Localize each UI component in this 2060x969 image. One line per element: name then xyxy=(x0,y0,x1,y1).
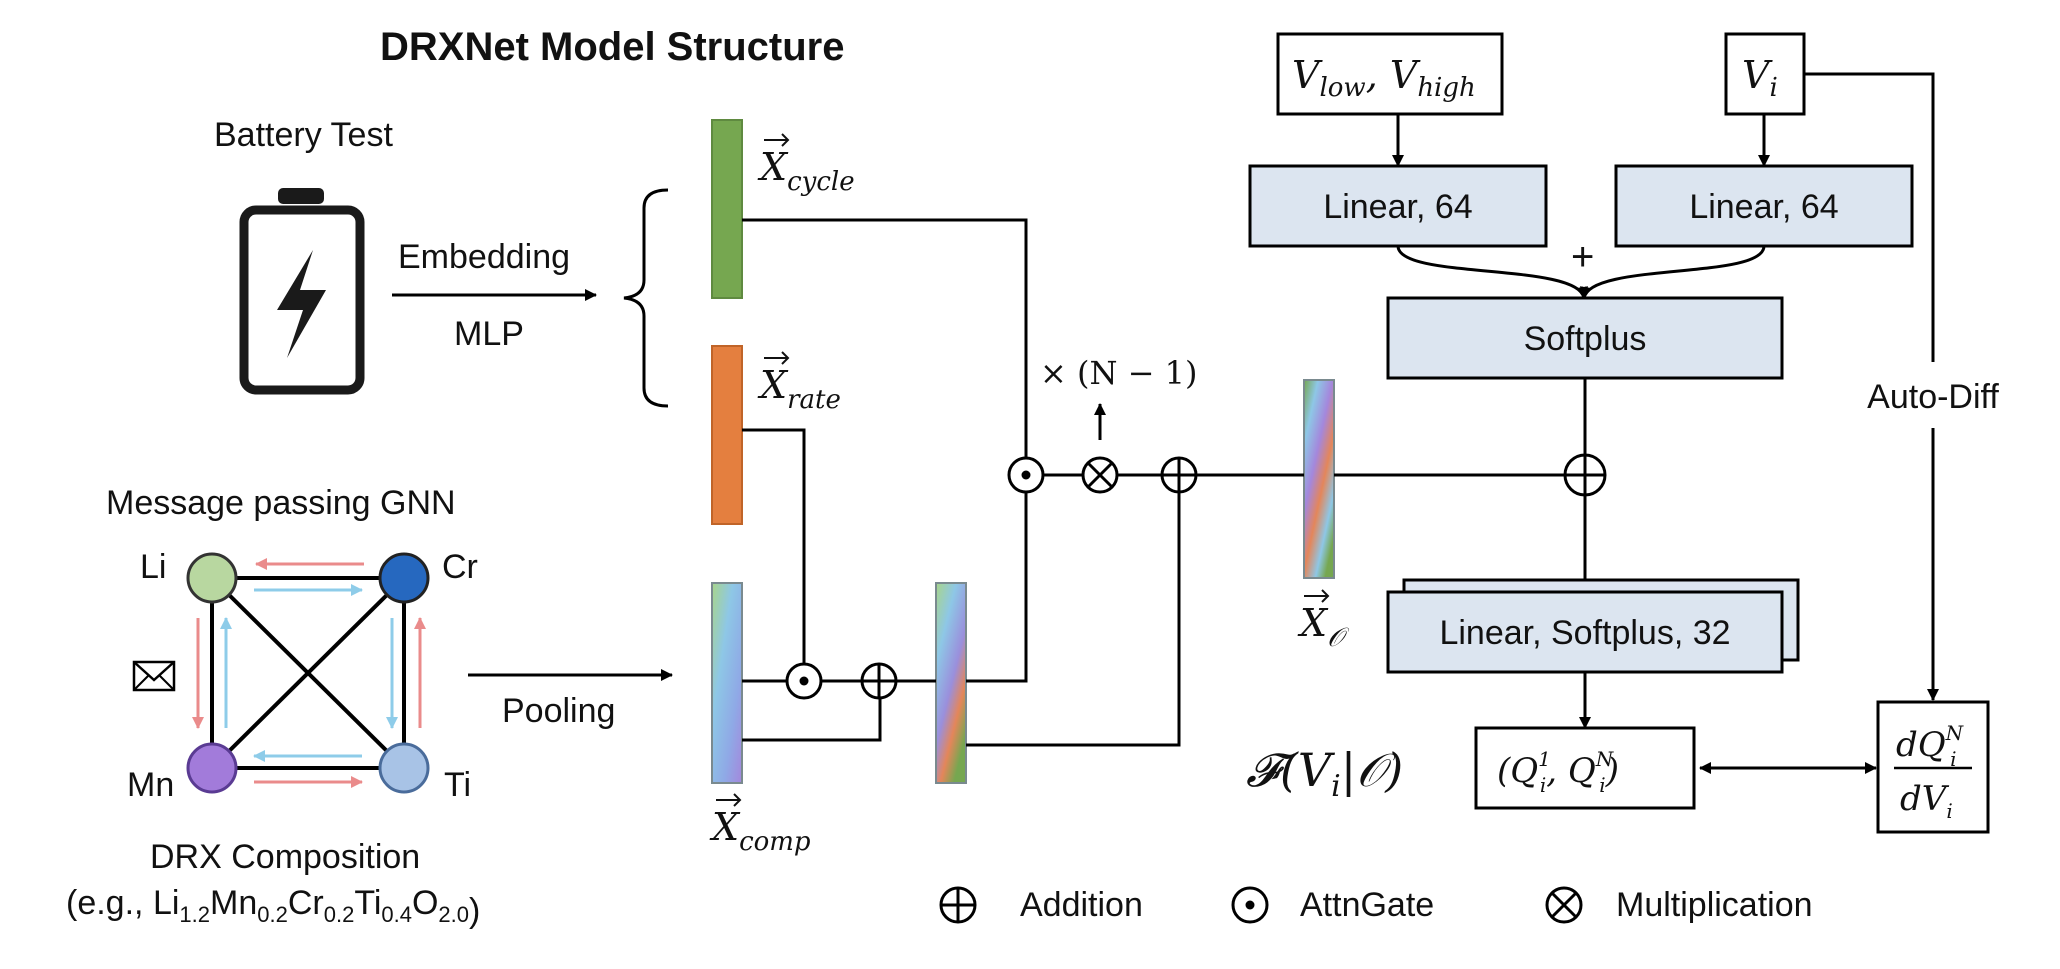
legend: Addition AttnGate Multiplication xyxy=(939,886,1813,924)
attngate-rate-icon xyxy=(785,662,823,700)
svg-text:Linear, Softplus, 32: Linear, Softplus, 32 xyxy=(1439,614,1730,652)
svg-text:dVi: dVi xyxy=(1900,779,1953,823)
embedding-brace xyxy=(623,188,669,408)
gnn-message-arrows xyxy=(192,558,426,788)
addition-main-icon xyxy=(1160,456,1198,494)
legend-addition-icon xyxy=(939,886,977,924)
function-label: 𝓕(Vi|𝒪) xyxy=(1246,743,1403,804)
x-cycle-label: Xcycle xyxy=(757,133,855,197)
node-ti-label: Ti xyxy=(444,766,471,804)
formula-element: Mn xyxy=(210,884,257,922)
repeat-label: × (N − 1) xyxy=(1040,354,1197,392)
svg-text:Xcycle: Xcycle xyxy=(757,145,855,197)
gnn-edges xyxy=(210,576,406,770)
legend-attngate-icon xyxy=(1231,886,1269,924)
formula-subscript: 0.2 xyxy=(324,902,355,927)
multiplication-icon xyxy=(1081,456,1119,494)
svg-text:Vi: Vi xyxy=(1742,53,1778,103)
node-li xyxy=(186,552,238,604)
svg-text:Linear, 64: Linear, 64 xyxy=(1689,188,1838,226)
auto-diff-label: Auto-Diff xyxy=(1867,378,1999,416)
svg-text:Linear, 64: Linear, 64 xyxy=(1323,188,1472,226)
formula-element: Ti xyxy=(354,884,381,922)
formula-element: Cr xyxy=(288,884,324,922)
x-o-label: X𝒪 xyxy=(1297,589,1350,653)
intermediate-bar xyxy=(935,582,967,784)
x-rate-label: Xrate xyxy=(757,351,841,415)
formula-subscript: 0.4 xyxy=(381,902,412,927)
node-li-label: Li xyxy=(140,548,166,586)
x-comp-bar xyxy=(711,582,743,784)
battery-test-label: Battery Test xyxy=(214,116,393,154)
svg-text:Softplus: Softplus xyxy=(1524,320,1647,358)
v-low-high-box: Vlow, Vhigh xyxy=(1276,32,1504,116)
auto-diff-line-top xyxy=(1804,72,1935,362)
gnn-label: Message passing GNN xyxy=(106,484,456,522)
v-i-box: Vi xyxy=(1724,32,1806,116)
addition-final-icon xyxy=(1563,453,1607,497)
merge-arrow-right xyxy=(1579,245,1766,299)
legend-multiplication-icon xyxy=(1545,886,1583,924)
attngate-cycle-icon xyxy=(1007,456,1045,494)
formula-subscript: 2.0 xyxy=(438,902,469,927)
formula-subscript: 0.2 xyxy=(257,902,288,927)
node-cr xyxy=(378,552,430,604)
x-cycle-bar xyxy=(711,119,743,299)
svg-text:Vlow, Vhigh: Vlow, Vhigh xyxy=(1292,53,1476,103)
x-o-bar xyxy=(1303,379,1335,579)
svg-text:X𝒪: X𝒪 xyxy=(1297,601,1350,653)
composition-example: (e.g., Li1.2Mn0.2Cr0.2Ti0.4O2.0) xyxy=(66,884,480,930)
svg-text:Xrate: Xrate xyxy=(757,363,841,415)
mlp-label: MLP xyxy=(454,315,524,353)
legend-attngate-label: AttnGate xyxy=(1300,886,1434,924)
legend-addition-label: Addition xyxy=(1020,886,1143,924)
svg-text:Xcomp: Xcomp xyxy=(709,805,811,857)
linear-right-box: Linear, 64 xyxy=(1614,164,1914,248)
node-mn-label: Mn xyxy=(127,766,174,804)
battery-icon xyxy=(239,188,365,395)
embedding-label: Embedding xyxy=(398,238,570,276)
pooling-label: Pooling xyxy=(502,692,615,730)
node-ti xyxy=(378,742,430,794)
linear-softplus-box: Linear, Softplus, 32 xyxy=(1386,578,1800,674)
envelope-icon xyxy=(132,660,176,692)
formula-element: Li xyxy=(153,884,179,922)
formula-element: O xyxy=(412,884,438,922)
x-rate-bar xyxy=(711,345,743,525)
svg-text:(Q1i, QNi): (Q1i, QNi) xyxy=(1497,747,1619,797)
diagram-title: DRXNet Model Structure xyxy=(380,25,845,69)
linear-left-box: Linear, 64 xyxy=(1248,164,1548,248)
flow-lines xyxy=(742,218,1564,747)
x-comp-label: Xcomp xyxy=(709,793,811,857)
node-mn xyxy=(186,742,238,794)
plus-sign: + xyxy=(1571,235,1594,279)
formula-subscript: 1.2 xyxy=(179,902,210,927)
drx-composition-label: DRX Composition xyxy=(150,838,420,876)
addition-comp-icon xyxy=(860,662,898,700)
legend-multiplication-label: Multiplication xyxy=(1616,886,1813,924)
merge-arrow-left xyxy=(1396,245,1589,299)
softplus-box: Softplus xyxy=(1386,296,1784,380)
node-cr-label: Cr xyxy=(442,548,478,586)
